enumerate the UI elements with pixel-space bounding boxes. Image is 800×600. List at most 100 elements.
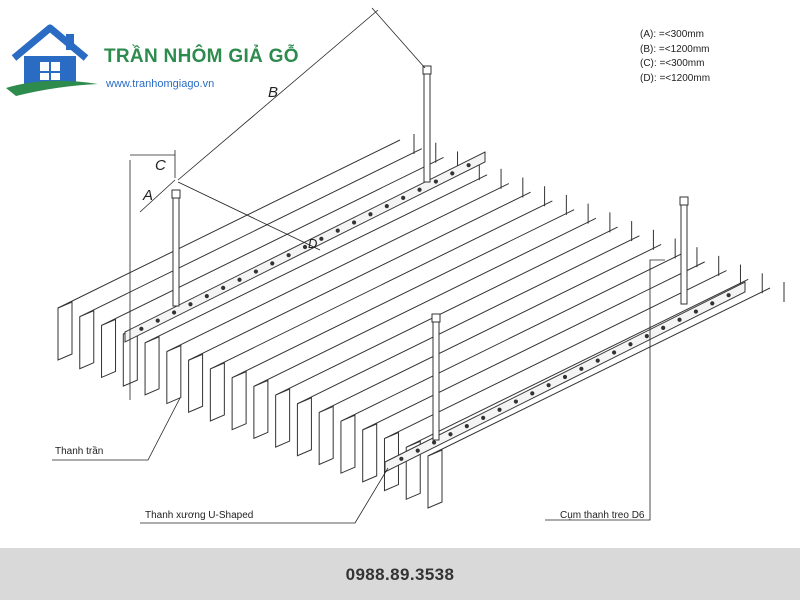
carrier-hole <box>335 228 340 233</box>
rod-nut <box>422 65 432 75</box>
baffle-top-edge <box>362 261 705 431</box>
carrier-hole <box>693 309 699 314</box>
carrier-hole <box>188 302 193 307</box>
carrier-hole <box>726 293 731 298</box>
baffle-front-face <box>79 309 95 370</box>
carrier-hole <box>286 253 291 258</box>
hanger-rod <box>432 319 440 441</box>
carrier-hole <box>611 350 617 355</box>
carrier-hole <box>644 333 649 339</box>
carrier-hole <box>401 195 406 201</box>
carrier-hole <box>497 407 502 412</box>
carrier-hole <box>513 399 519 404</box>
legend-item-d: (D): =<1200mm <box>640 72 711 84</box>
carrier-hole <box>237 277 242 282</box>
legend-item-a: (A): =<300mm <box>640 29 704 40</box>
dimension-lines <box>129 7 426 400</box>
baffle-top-edge <box>57 139 401 309</box>
dimension-label-c: C <box>155 157 166 174</box>
baffle-front-face <box>318 405 334 466</box>
hanger-rod <box>172 195 180 307</box>
baffle-top-edge <box>144 174 488 344</box>
carrier-hole <box>579 366 584 371</box>
baffle-front-face <box>144 336 160 396</box>
rod-nut <box>679 196 689 206</box>
carrier-hole <box>661 325 666 331</box>
baffle-front-face <box>166 344 182 405</box>
baffle-front-face <box>188 353 204 413</box>
carrier-hole <box>595 358 600 363</box>
carrier-hole <box>302 244 308 250</box>
carrier-hole <box>253 269 259 274</box>
baffle-front-face <box>340 414 356 474</box>
carrier-hole <box>221 285 226 291</box>
baffle-front-face <box>101 318 117 379</box>
house-logo-icon <box>6 24 98 96</box>
hanger-rod <box>680 202 688 305</box>
carrier-hole <box>530 391 535 396</box>
baffle-top-edge <box>166 183 510 352</box>
label-thanh-xuong: Thanh xương U-Shaped <box>145 510 254 521</box>
baffle-top-edge <box>406 278 749 448</box>
baffle-top-edge <box>101 156 444 326</box>
baffle-top-edge <box>253 217 597 387</box>
carrier-hole <box>368 212 373 217</box>
carrier-hole <box>481 415 486 421</box>
rod-nut <box>431 313 441 323</box>
carrier-hole <box>204 293 209 299</box>
carrier-hole <box>351 220 357 225</box>
carrier-hole <box>319 236 324 241</box>
legend-item-b: (B): =<1200mm <box>640 43 710 55</box>
baffle-top-edge <box>188 191 531 361</box>
baffle-top-edge <box>318 244 662 413</box>
dimension-label-a: A <box>142 187 153 204</box>
carrier-hole <box>415 448 420 453</box>
callout-leaders <box>52 259 665 524</box>
baffle-top-edge <box>340 252 684 422</box>
hanger-rods <box>171 65 689 441</box>
carrier-hole <box>270 261 275 266</box>
baffle-top-edge <box>297 235 640 405</box>
brand-name: TRẦN NHÔM GIẢ GỖ <box>104 46 299 67</box>
carrier-hole <box>399 456 404 461</box>
carrier-hole <box>139 326 144 331</box>
carrier-hole <box>155 318 160 323</box>
dimension-label-b: B <box>268 84 278 101</box>
phone-number[interactable]: 0988.89.3538 <box>345 565 455 584</box>
rod-nut <box>171 189 181 199</box>
baffle-top-edge <box>210 200 553 370</box>
carrier-hole <box>546 383 551 388</box>
hanger-rod <box>423 71 431 183</box>
dimension-label-d: D <box>308 236 317 251</box>
baffle-front-face <box>427 449 443 509</box>
carrier-hole <box>710 301 715 306</box>
dimension-legend: (A): =<300mm (B): =<1200mm (C): =<300mm … <box>640 28 710 86</box>
baffle-top-edge <box>275 226 618 396</box>
ceiling-baffles <box>57 134 785 509</box>
brand-website[interactable]: www.tranhomgiago.vn <box>106 78 215 90</box>
carrier-hole <box>562 374 568 380</box>
baffle-front-face <box>231 370 247 431</box>
baffle-front-face <box>57 301 73 361</box>
carrier-hole <box>171 310 177 315</box>
carrier-hole <box>448 432 453 437</box>
carrier-hole <box>417 187 422 192</box>
carrier-hole <box>628 342 633 347</box>
baffle-front-face <box>296 397 312 457</box>
baffle-front-face <box>209 362 225 422</box>
baffle-top-edge <box>384 270 727 440</box>
baffle-top-edge <box>231 209 575 379</box>
carrier-hole <box>464 423 469 429</box>
baffle-front-face <box>362 423 378 483</box>
brand-block: TRẦN NHÔM GIẢ GỖ www.tranhomgiago.vn <box>6 22 306 102</box>
carrier-hole <box>677 317 682 322</box>
carrier-hole <box>450 171 455 176</box>
carrier-hole <box>431 440 437 445</box>
carrier-hole <box>384 203 389 209</box>
baffle-front-face <box>253 379 269 440</box>
baffle-top-edge <box>427 287 771 457</box>
carrier-hole <box>433 179 439 184</box>
baffle-top-edge <box>79 148 422 318</box>
u-shaped-carriers <box>124 151 746 473</box>
